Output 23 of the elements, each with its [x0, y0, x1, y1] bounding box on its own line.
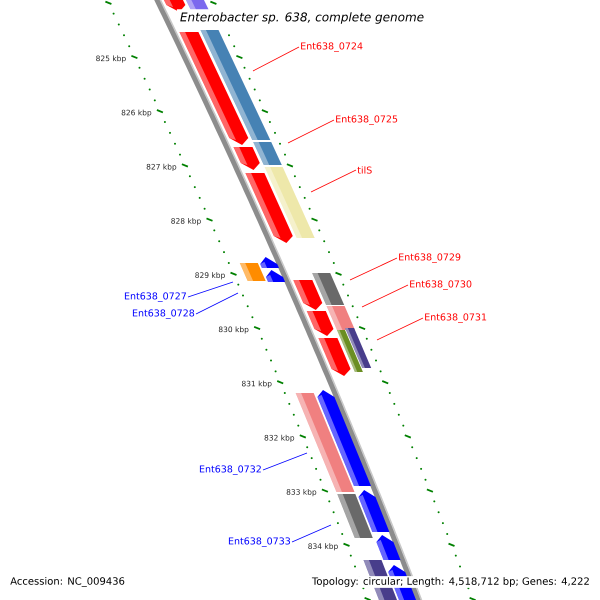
leader-line — [310, 170, 356, 192]
leader-line — [262, 452, 308, 470]
gene-label: Ent638_0733 — [228, 537, 290, 547]
leader-line — [252, 46, 300, 72]
accession-text: Accession: NC_009436 — [10, 577, 124, 587]
leader-line — [188, 282, 234, 298]
gene-label: Ent638_0728 — [132, 309, 194, 319]
genome-info-text: Topology: circular; Length: 4,518,712 bp; Genes: 4,222 — [310, 576, 591, 588]
gene-label: Ent638_0727 — [124, 292, 186, 302]
gene-label: Ent638_0732 — [200, 465, 261, 475]
leader-line — [350, 258, 398, 280]
gene-label: Ent638_0725 — [336, 115, 398, 125]
leader-line — [292, 524, 332, 542]
leader-line — [288, 120, 334, 144]
gene-label: Ent638_0724 — [301, 42, 362, 52]
gene-label: Ent638_0731 — [425, 313, 486, 323]
leader-line — [376, 318, 424, 340]
gene-label: Ent638_0729 — [399, 253, 460, 263]
gene-label: tilS — [357, 166, 372, 174]
title: Enterobacter sp. 638, complete genome — [176, 9, 428, 27]
leader-line — [196, 292, 238, 314]
gene-label: Ent638_0730 — [410, 280, 472, 290]
leader-line — [362, 284, 408, 308]
